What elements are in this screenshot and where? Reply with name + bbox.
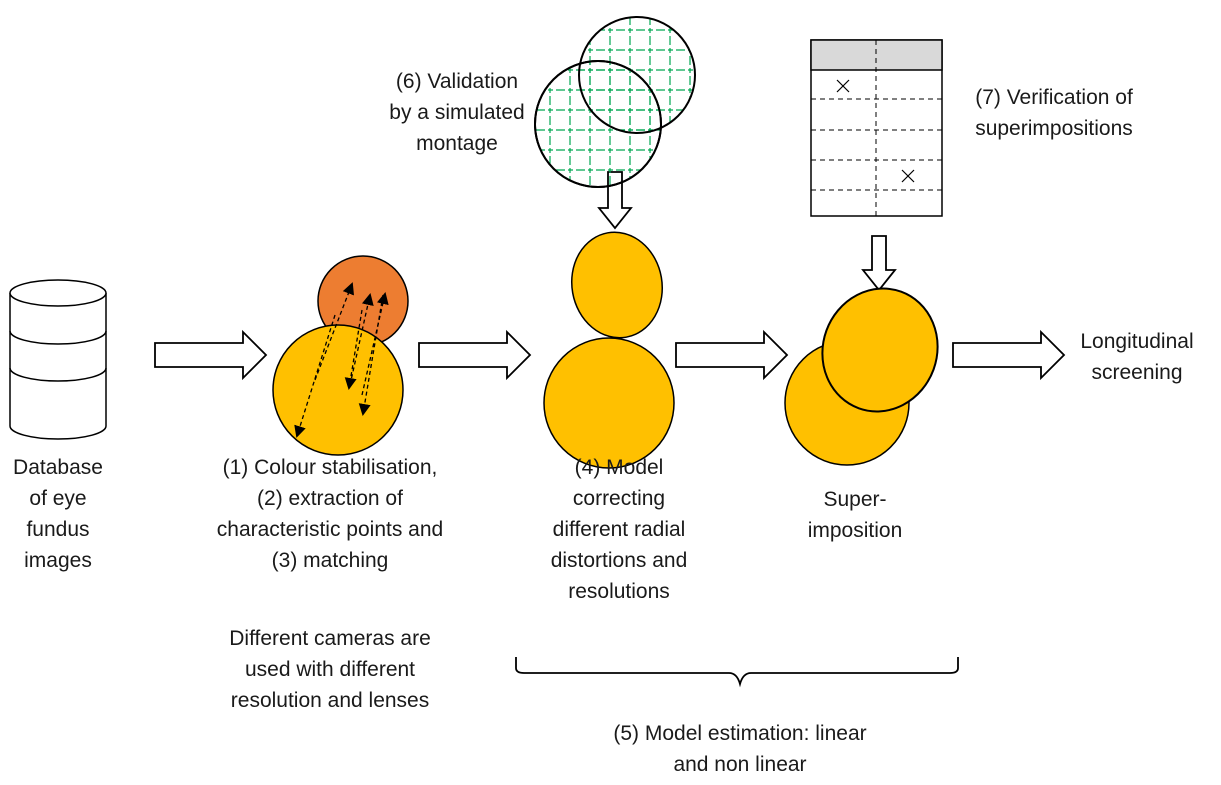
cross-mark-icon xyxy=(836,79,850,93)
step123-label: (1) Colour stabilisation,(2) extraction … xyxy=(216,456,444,572)
flow-arrow-1 xyxy=(154,329,268,381)
database-cylinder-icon xyxy=(9,279,107,440)
superimposition-top-ellipse xyxy=(821,287,939,413)
down-arrow-verification xyxy=(861,235,897,292)
model-estimation-brace xyxy=(515,657,959,688)
simulated-montage xyxy=(534,16,696,188)
reference-fundus-circle xyxy=(543,337,675,469)
flow-arrow-2 xyxy=(418,329,532,381)
flow-arrow-4 xyxy=(952,329,1066,381)
flow-arrow-3 xyxy=(675,329,789,381)
distorted-fundus-ellipse xyxy=(570,231,664,339)
matching-arrows xyxy=(294,282,389,438)
cross-mark-icon xyxy=(901,169,915,183)
target-fundus-circle xyxy=(272,324,404,456)
verification-table xyxy=(810,39,943,217)
superimposition-label: Super-imposition xyxy=(807,488,903,542)
